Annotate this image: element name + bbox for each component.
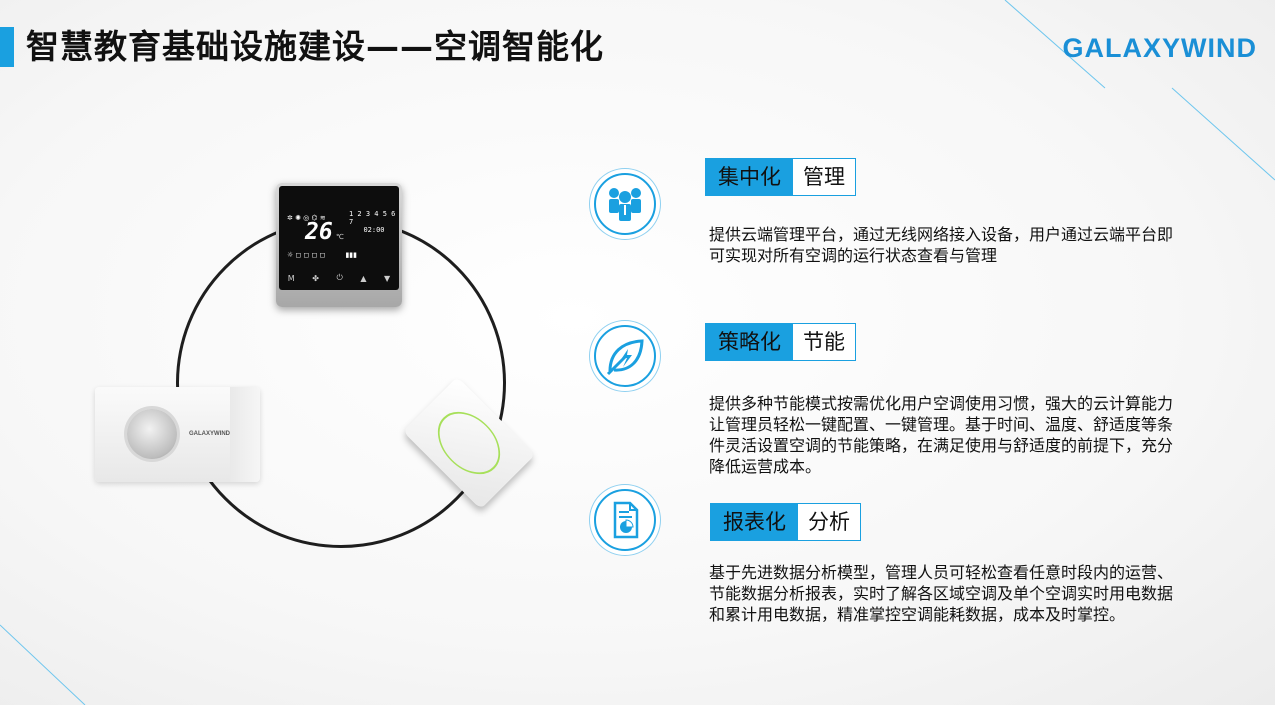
leaf-energy-icon — [594, 325, 656, 387]
thermostat-screen: ✲ ✺ ◎ ⌬ ≋ 1 2 3 4 5 6 7 02:00 26 ℃ ☼ ◻ ◻… — [279, 186, 399, 290]
feature-tag-1: 集中化 管理 — [705, 158, 856, 196]
clock-time: 02:00 — [363, 226, 385, 234]
page-title: 智慧教育基础设施建设——空调智能化 — [26, 27, 604, 66]
fan-icon: ✤ — [312, 273, 319, 283]
feature-3-main: 报表化 — [711, 504, 798, 540]
feature-tag-3: 报表化 分析 — [710, 503, 861, 541]
motion-sensor-device: GALAXYWIND — [95, 387, 260, 482]
feature-2-main: 策略化 — [706, 324, 793, 360]
mode-button-icon: M — [287, 273, 295, 283]
title-accent-bar — [0, 27, 14, 67]
report-document-icon — [594, 489, 656, 551]
feature-1-description: 提供云端管理平台，通过无线网络接入设备，用户通过云端平台即可实现对所有空调的运行… — [709, 225, 1174, 265]
feature-3-sub: 分析 — [808, 510, 850, 534]
pir-lens — [127, 409, 177, 459]
feature-1-main: 集中化 — [706, 159, 793, 195]
feature-3-description: 基于先进数据分析模型，管理人员可轻松查看任意时段内的运营、节能数据分析报表，实时… — [709, 563, 1174, 624]
thermostat-time: 1 2 3 4 5 6 7 02:00 — [349, 210, 399, 234]
people-group-icon — [594, 173, 656, 235]
up-arrow-icon: ▲ — [360, 273, 367, 283]
thermostat-buttons: M ✤ ⏻ ▲ ▼ — [279, 268, 399, 288]
feature-2-sub: 节能 — [803, 330, 845, 354]
power-icon: ⏻ — [336, 273, 343, 282]
clock-digits: 1 2 3 4 5 6 7 — [349, 210, 396, 226]
feature-2-description: 提供多种节能模式按需优化用户空调使用习惯，强大的云计算能力让管理员轻松一键配置、… — [709, 394, 1174, 476]
brand-logo: GALAXYWIND — [1062, 33, 1257, 63]
mode-icons: ✲ ✺ ◎ ⌬ ≋ — [287, 214, 326, 222]
temperature-reading: 26 — [305, 219, 333, 245]
sensor-brand-text: GALAXYWIND — [189, 431, 230, 437]
status-icons: ☼ ◻ ◻ ◻ ◻ ▮▮▮ — [287, 251, 357, 259]
thermostat-device: ✲ ✺ ◎ ⌬ ≋ 1 2 3 4 5 6 7 02:00 26 ℃ ☼ ◻ ◻… — [276, 183, 402, 307]
down-arrow-icon: ▼ — [384, 273, 391, 283]
feature-tag-2: 策略化 节能 — [705, 323, 856, 361]
feature-1-sub: 管理 — [803, 165, 845, 189]
temperature-unit: ℃ — [336, 233, 344, 241]
